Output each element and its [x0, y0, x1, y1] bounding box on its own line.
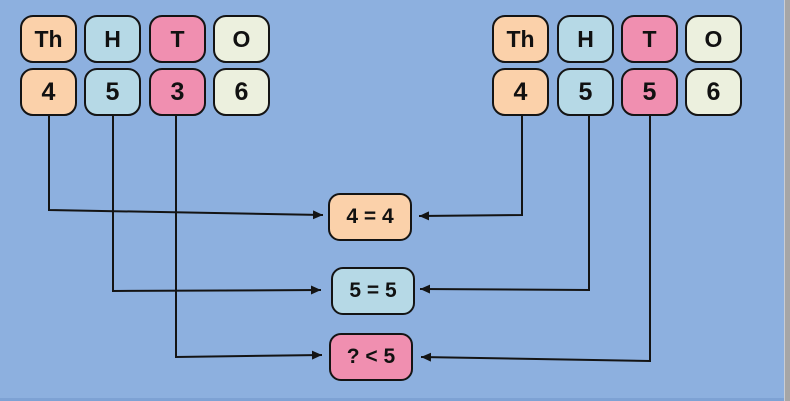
right-label-box-th: Th	[492, 15, 549, 63]
left-label-box-o: O	[213, 15, 270, 63]
right-label-box-h: H	[557, 15, 614, 63]
left-digit-box-hundreds: 5	[84, 68, 141, 116]
left-digit-box-ones: 6	[213, 68, 270, 116]
arrow-left-thousands	[48, 116, 324, 220]
arrow-right-tens	[420, 116, 651, 363]
right-digit-box-thousands: 4	[492, 68, 549, 116]
bottom-edge-strip	[0, 398, 785, 401]
left-digit-box-tens: 3	[149, 68, 206, 116]
right-digit-box-tens: 5	[621, 68, 678, 116]
arrow-left-hundreds	[112, 116, 322, 295]
arrow-right-thousands	[418, 116, 523, 221]
right-label-box-t: T	[621, 15, 678, 63]
comparison-box-thousands: 4 = 4	[328, 193, 412, 241]
right-label-box-o: O	[685, 15, 742, 63]
arrow-left-tens	[175, 116, 323, 360]
left-label-box-h: H	[84, 15, 141, 63]
comparison-box-tens: ? < 5	[329, 333, 413, 381]
right-edge-strip	[784, 0, 790, 401]
comparison-box-hundreds: 5 = 5	[331, 267, 415, 315]
left-label-box-t: T	[149, 15, 206, 63]
right-digit-box-ones: 6	[685, 68, 742, 116]
right-digit-box-hundreds: 5	[557, 68, 614, 116]
left-label-box-th: Th	[20, 15, 77, 63]
arrow-right-hundreds	[419, 116, 590, 294]
left-digit-box-thousands: 4	[20, 68, 77, 116]
